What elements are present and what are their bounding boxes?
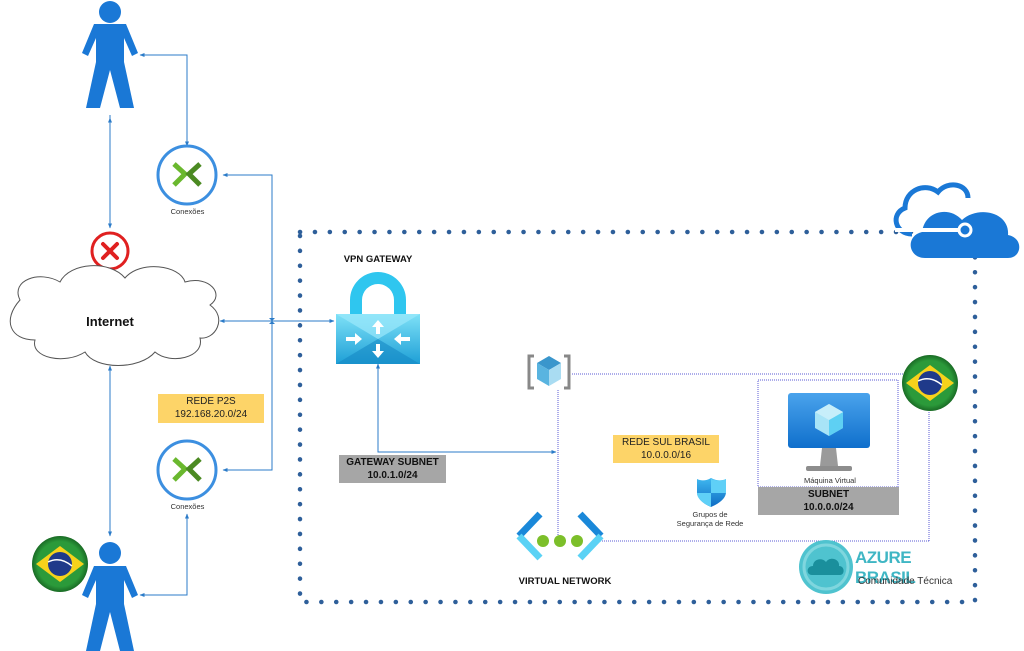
gateway-subnet-tag: GATEWAY SUBNET 10.0.1.0/24 xyxy=(339,455,446,483)
gateway-subnet-name: GATEWAY SUBNET xyxy=(346,457,439,468)
p2s-name: REDE P2S xyxy=(186,396,236,407)
brazil-flag-icon xyxy=(902,355,958,411)
subnet-cidr: 10.0.0.0/24 xyxy=(803,502,854,513)
azure-brasil-subtitle: Comunidade Técnica xyxy=(858,576,953,587)
person-icon xyxy=(82,542,138,651)
resource-group-cube-icon xyxy=(527,354,571,390)
nsg-label: Grupos de Segurança de Rede xyxy=(665,510,755,528)
internet-label: Internet xyxy=(86,314,134,329)
virtual-machine-icon xyxy=(788,393,870,471)
vpn-gateway-lock-icon xyxy=(336,272,420,364)
vpn-connections-icon xyxy=(156,439,218,501)
brazil-flag-icon xyxy=(32,536,88,592)
error-x-icon xyxy=(90,231,130,271)
azure-brasil-title: AZURE BRASIL xyxy=(855,548,916,587)
azure-boundary xyxy=(297,229,978,605)
azure-brasil-logo xyxy=(799,540,853,594)
gateway-subnet-cidr: 10.0.1.0/24 xyxy=(367,470,418,481)
junction-marker xyxy=(269,318,275,324)
cloud-icon xyxy=(9,265,220,366)
virtual-network-label: VIRTUAL NETWORK xyxy=(518,576,612,587)
subnet-tag: SUBNET 10.0.0.0/24 xyxy=(758,487,899,515)
rede-sul-tag: REDE SUL BRASIL 10.0.0.0/16 xyxy=(613,435,719,463)
connections-bottom-label: Conexões xyxy=(170,502,205,511)
virtual-network-icon xyxy=(516,511,604,561)
vpn-connections-icon xyxy=(156,144,218,206)
connections-top-label: Conexões xyxy=(170,207,205,216)
vpn-gateway-title: VPN GATEWAY xyxy=(343,254,413,265)
vm-label: Máquina Virtual xyxy=(804,476,856,485)
p2s-tag: REDE P2S 192.168.20.0/24 xyxy=(158,394,264,423)
person-icon xyxy=(82,1,138,108)
rede-sul-name: REDE SUL BRASIL xyxy=(622,437,710,448)
rede-sul-cidr: 10.0.0.0/16 xyxy=(640,450,692,461)
nsg-shield-icon xyxy=(697,478,726,507)
azure-cloud-icon xyxy=(893,182,1020,258)
connectors xyxy=(108,53,557,597)
nsg-line2: Segurança de Rede xyxy=(676,519,744,528)
p2s-cidr: 192.168.20.0/24 xyxy=(174,409,248,420)
nsg-line1: Grupos de xyxy=(692,510,728,519)
subnet-name: SUBNET xyxy=(807,489,850,500)
